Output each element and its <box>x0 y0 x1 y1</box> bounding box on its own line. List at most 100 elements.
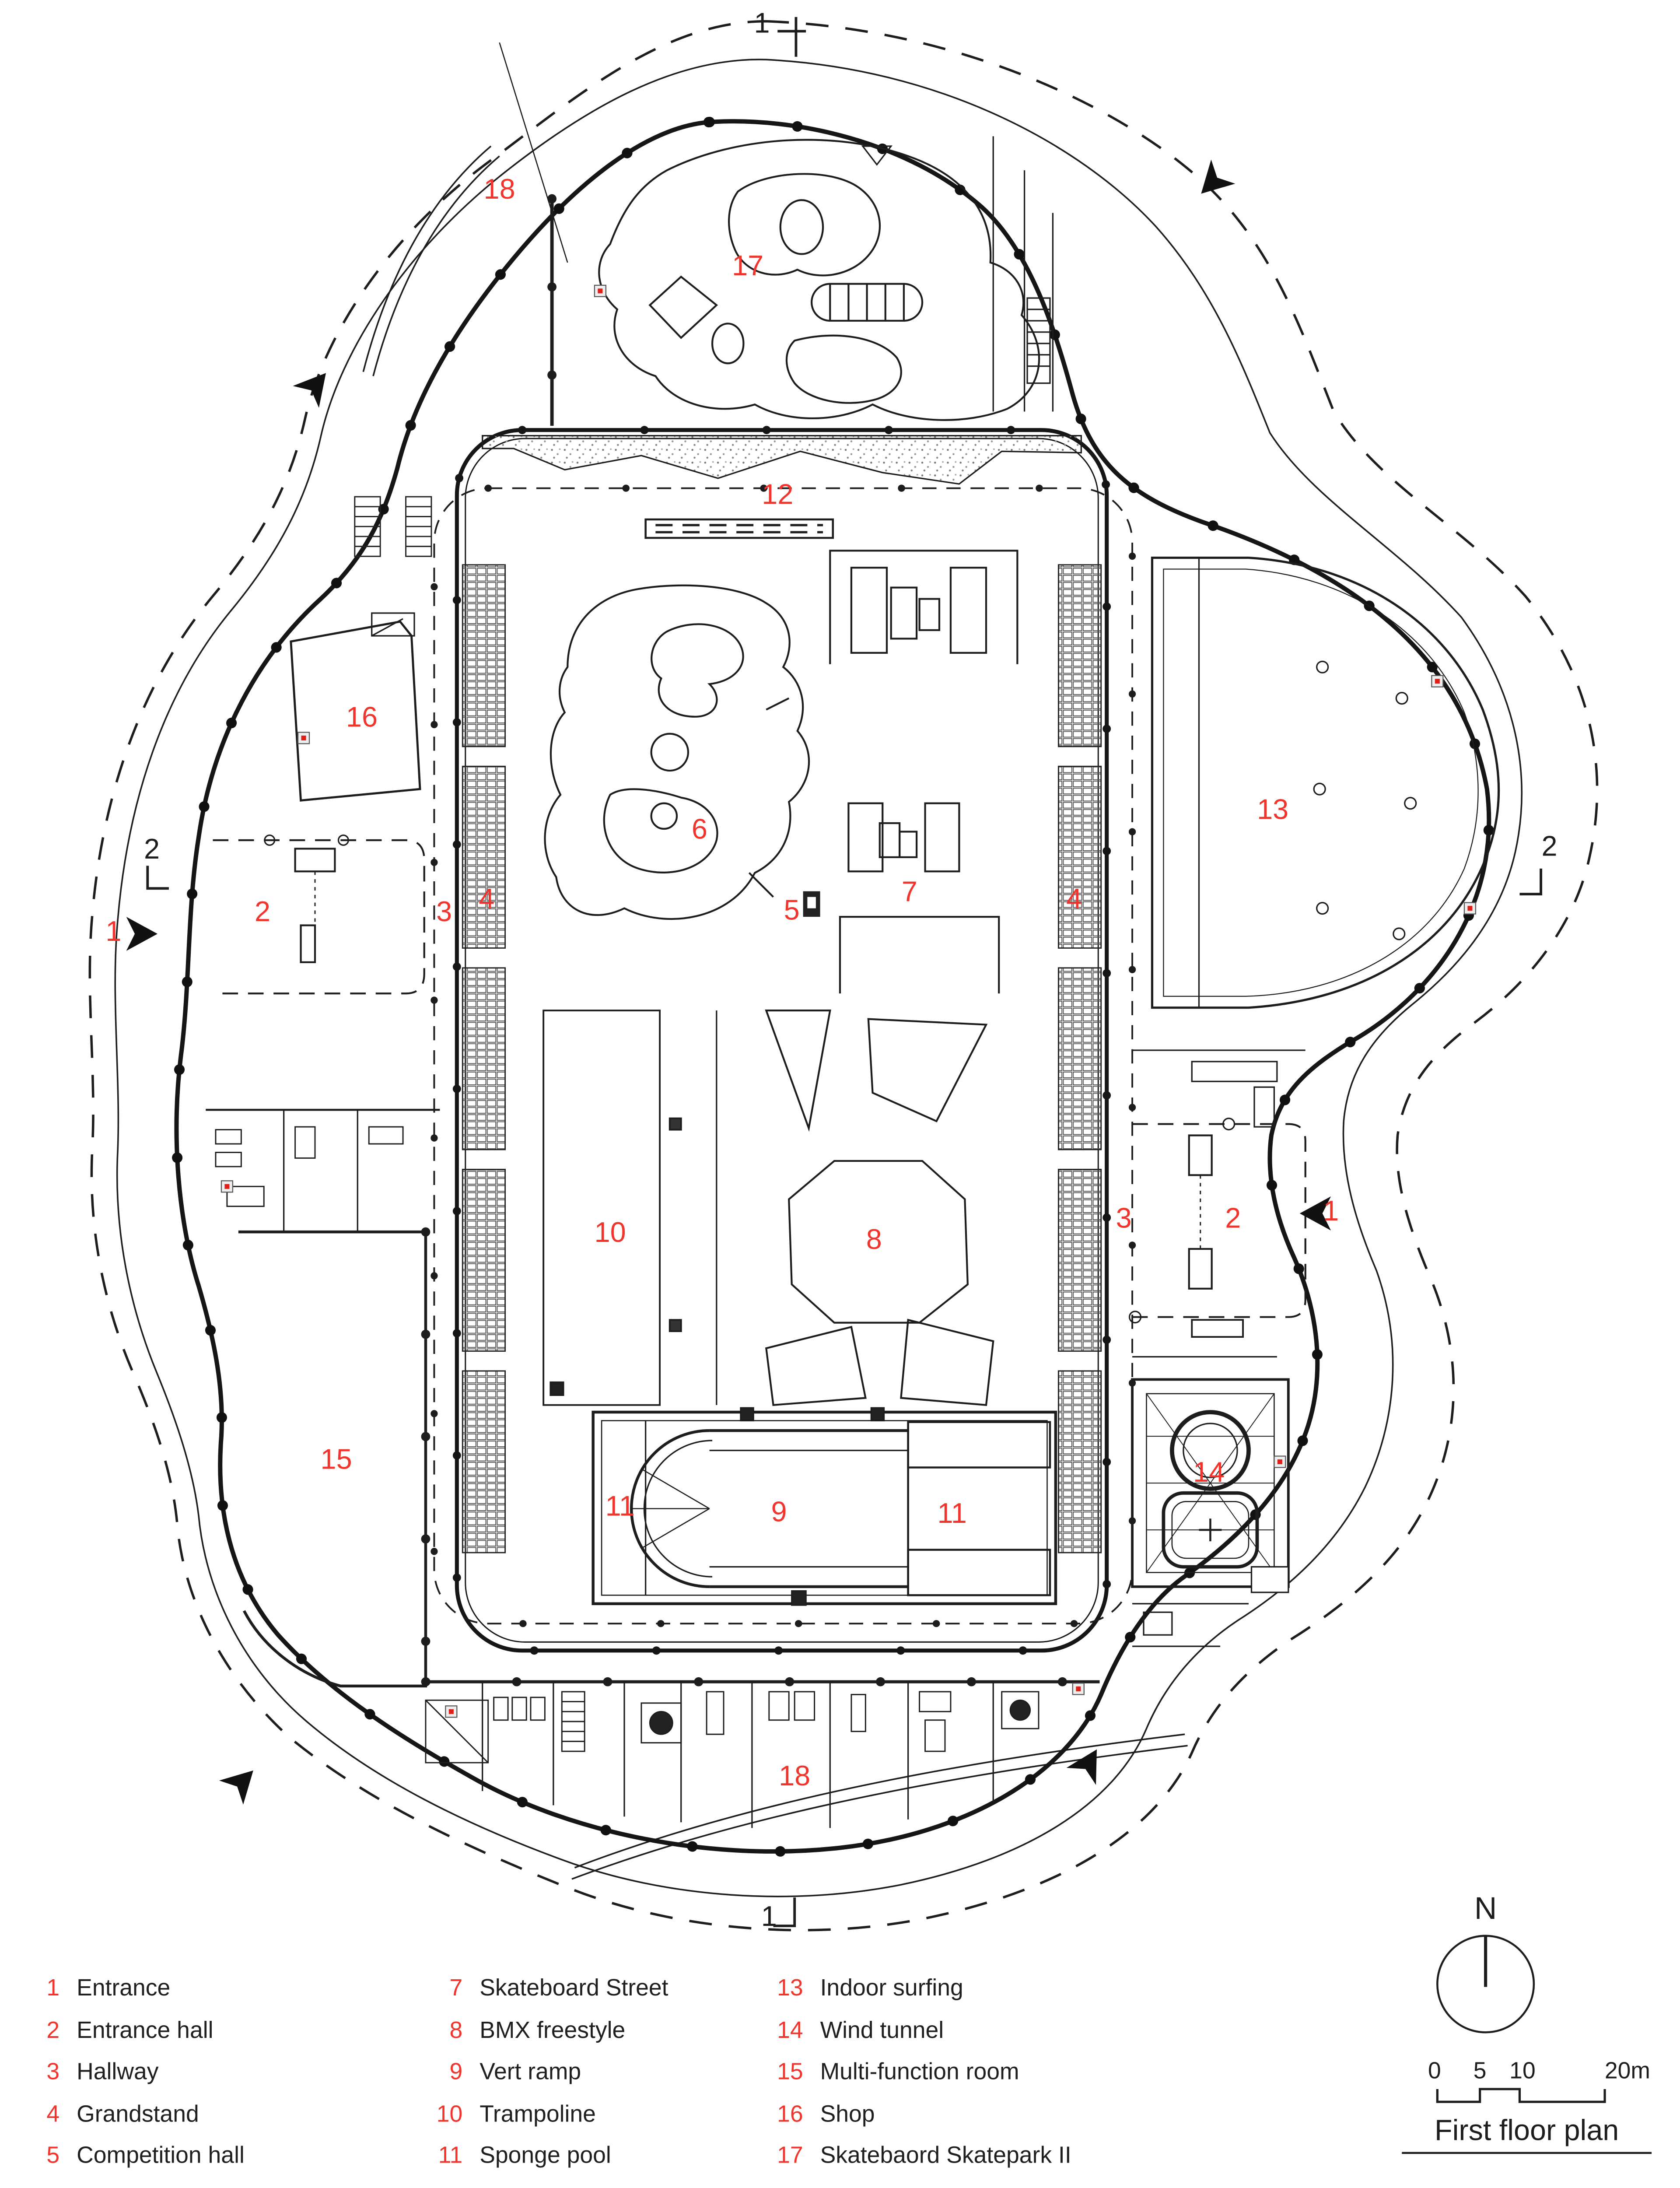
legend-item: 18 Outdoor ramp <box>766 2185 1071 2188</box>
legend-item-label: Skateboard Street <box>480 1975 668 2001</box>
legend-item-label: Wind tunnel <box>820 2017 944 2043</box>
ramp-barbell <box>811 283 924 322</box>
room-number-label: 8 <box>866 1224 882 1256</box>
right-rooms <box>1132 1049 1306 1647</box>
stairs-icon <box>354 496 432 557</box>
legend-item-number: 15 <box>777 2059 803 2085</box>
building-wall <box>171 116 1494 1857</box>
wall-climbing-zone <box>482 435 1082 539</box>
room-number-label: 1 <box>105 917 122 948</box>
grandstand-right <box>1057 564 1102 1553</box>
legend-item: 16 Shop <box>766 2101 1071 2143</box>
direction-arrow-icons <box>126 159 1331 1805</box>
hallway-boundary-dashed <box>430 484 1136 1627</box>
left-rooms-furniture <box>215 1126 404 1207</box>
room-number-label: 13 <box>1257 795 1289 826</box>
legend-item: 6Skateboard Skatepark I <box>23 2185 321 2188</box>
room-number-label: 9 <box>771 1497 787 1529</box>
page-title: First floor plan <box>1435 2114 1619 2147</box>
room-number-label: 1 <box>1323 1196 1339 1228</box>
legend-item-number: 1 <box>46 1975 60 2001</box>
door-sensor-markers <box>220 284 1477 1718</box>
room-number-label: 2 <box>254 897 271 929</box>
north-label: N <box>1474 1890 1497 1926</box>
wind-tunnel-room <box>1131 1378 1290 1593</box>
scale-label-0: 0 <box>1428 2058 1441 2084</box>
scale-bar <box>1436 2088 1606 2103</box>
room-number-label: 3 <box>436 897 452 929</box>
legend-item-number: 5 <box>46 2143 60 2169</box>
trampoline-zone <box>542 1010 718 1406</box>
bottom-rooms-furniture <box>425 1691 1040 1764</box>
legend-item-label: Hallway <box>77 2059 159 2085</box>
scale-label-10: 10 <box>1509 2058 1536 2084</box>
legend-item-label: Indoor surfing <box>820 1975 963 2001</box>
legend-item: 12 Wall climbing <box>426 2185 668 2188</box>
skatepark-1-bowl <box>544 584 810 920</box>
room-number-label: 16 <box>346 702 378 734</box>
scale-label-5: 5 <box>1473 2058 1487 2084</box>
legend-item-number: 9 <box>449 2059 463 2085</box>
site-boundary-dashed-line <box>88 20 1599 1932</box>
legend-item-number: 12 <box>426 2185 463 2188</box>
multi-function-room <box>206 1108 440 1691</box>
legend-column-2: 7 Skateboard Street 8 BMX freestyle 9 Vert ra… <box>426 1976 668 2188</box>
legend-item-number: 7 <box>449 1975 463 2001</box>
section-marker-brackets <box>146 17 1543 1927</box>
legend-item-label: Skatebaord Skatepark II <box>820 2143 1071 2169</box>
room-number-label: 12 <box>762 480 794 511</box>
legend-item-number: 16 <box>777 2101 803 2127</box>
room-number-label: 18 <box>483 174 515 206</box>
legend-item: 5 Competition hall <box>23 2143 321 2185</box>
legend-item-label: BMX freestyle <box>480 2017 626 2043</box>
legend-item-number: 13 <box>777 1975 803 2001</box>
room-number-label: 2 <box>1225 1203 1241 1235</box>
scale-label-20m: 20m <box>1604 2058 1651 2084</box>
room-number-label: 10 <box>594 1217 626 1249</box>
entrance-hall-right <box>1128 1118 1306 1338</box>
section-marker-number: 2 <box>144 835 160 866</box>
legend-item-number: 6 <box>23 2185 60 2188</box>
shop-room <box>290 612 421 802</box>
room-number-label: 5 <box>784 895 800 927</box>
site-edge-line <box>114 59 1522 1897</box>
legend-item-label: Sponge pool <box>480 2143 611 2169</box>
legend-item-number: 8 <box>449 2017 463 2043</box>
room-columns <box>1313 660 1417 940</box>
section-marker-number: 1 <box>761 1901 777 1933</box>
legend-item-number: 18 <box>766 2185 803 2188</box>
room-number-label: 18 <box>779 1761 811 1793</box>
legend-item: 7 Skateboard Street <box>426 1976 668 2018</box>
legend-item-label: Shop <box>820 2101 875 2127</box>
room-number-label: 14 <box>1193 1457 1225 1489</box>
legend-item-number: 17 <box>777 2143 803 2169</box>
legend-item-label: Multi-function room <box>820 2059 1019 2085</box>
legend-item-label: Wall climbing <box>480 2185 616 2188</box>
wall-column-dots <box>171 116 1494 1857</box>
legend-item: 13 Indoor surfing <box>766 1976 1071 2018</box>
bottom-rooms <box>421 1677 1104 1828</box>
grandstand-left <box>462 564 506 1553</box>
climbing-bench <box>644 518 834 539</box>
room-number-label: 6 <box>691 814 707 846</box>
legend-item-number: 11 <box>438 2143 463 2169</box>
room-number-label: 11 <box>937 1498 967 1530</box>
legend-item: 15 Multi-function room <box>766 2059 1071 2101</box>
legend-item-number: 4 <box>46 2101 60 2127</box>
legend-item-label: Outdoor ramp <box>820 2185 965 2188</box>
legend-item-label: Competition hall <box>77 2143 245 2169</box>
legend-item-number: 10 <box>436 2101 463 2127</box>
legend-item-label: Entrance <box>77 1975 171 2001</box>
entrance-hall-left <box>213 834 425 995</box>
legend-item-label: Vert ramp <box>480 2059 581 2085</box>
section-marker-number: 2 <box>1541 831 1558 863</box>
